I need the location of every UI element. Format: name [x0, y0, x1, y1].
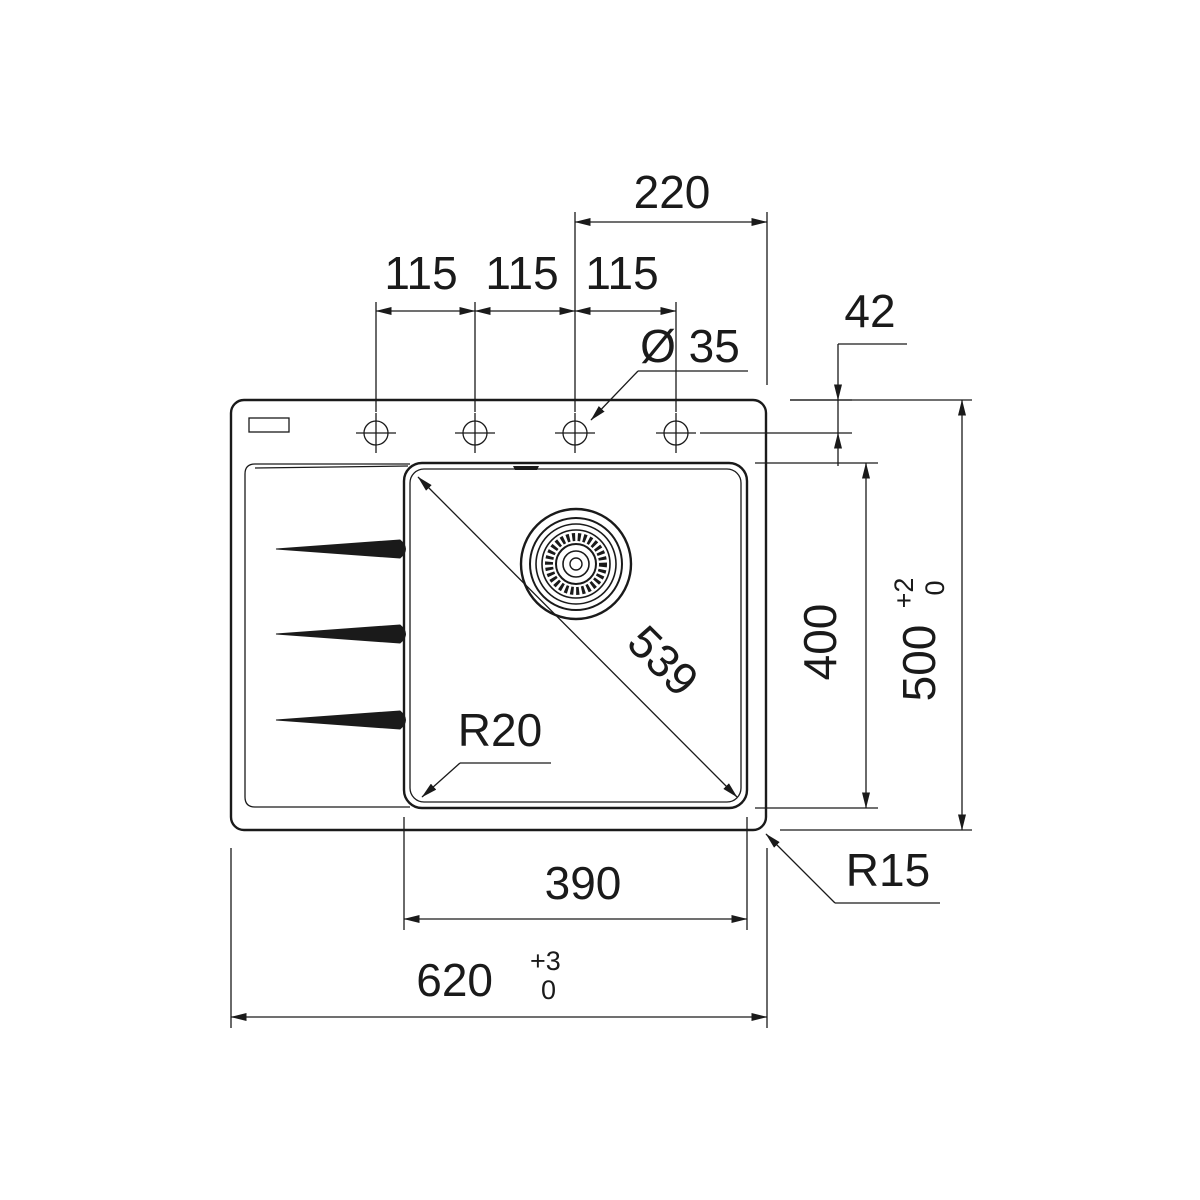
bowl-radius-label: R20: [458, 704, 542, 756]
bowl-diagonal-label: 539: [618, 615, 709, 706]
drainer-outline: [244, 463, 410, 808]
tap-spacing-label: 115: [485, 247, 558, 299]
overall-width-label: 620: [416, 954, 493, 1006]
overall-width-tolerance-lower: 0: [541, 975, 556, 1005]
drainer-ribs: [275, 539, 406, 730]
tap-spacing-label: 115: [384, 247, 457, 299]
bowl-width-label: 390: [545, 857, 622, 909]
drainer-rib: [275, 539, 406, 559]
manufacturer-badge: [248, 417, 290, 433]
bowl-inner-outline: [409, 468, 742, 803]
dimension-bowl-depth: [755, 462, 878, 809]
overflow-slot: [513, 466, 539, 470]
sink-outline: [229, 398, 768, 832]
drainer-rib: [275, 624, 406, 644]
tap-hole: [656, 413, 696, 453]
tap-diameter-label: Ø 35: [640, 320, 740, 372]
bowl-depth-label: 400: [794, 604, 846, 681]
drainer-rib: [275, 710, 406, 730]
tap-hole: [555, 413, 595, 453]
tap-span-label: 220: [634, 166, 711, 218]
strainer-waste: [519, 507, 633, 621]
tap-spacing-label: 115: [585, 247, 658, 299]
dimension-bowl-radius: [421, 762, 551, 798]
overall-depth-label: 500: [893, 625, 945, 702]
drainer-inner-line: [254, 465, 409, 469]
tap-offset-label: 42: [844, 285, 895, 337]
dimension-overall-depth: [780, 399, 972, 831]
dimension-bowl-width: [403, 817, 748, 930]
dimension-bowl-diagonal: [417, 476, 738, 798]
dimension-tap-span: [574, 212, 768, 385]
tap-hole: [455, 413, 495, 453]
overall-width-tolerance-upper: +3: [530, 946, 561, 976]
overall-depth-tolerance-lower: 0: [920, 580, 950, 595]
tap-hole: [356, 413, 396, 453]
bowl-outline: [402, 461, 749, 810]
dimension-tap-spacing: [375, 212, 677, 412]
outer-radius-label: R15: [846, 844, 930, 896]
dimension-tap-diameter: [590, 370, 748, 421]
overall-depth-tolerance-upper: +2: [889, 578, 919, 609]
dimension-overall-width: [230, 848, 768, 1028]
dimension-outer-radius: [765, 833, 940, 904]
